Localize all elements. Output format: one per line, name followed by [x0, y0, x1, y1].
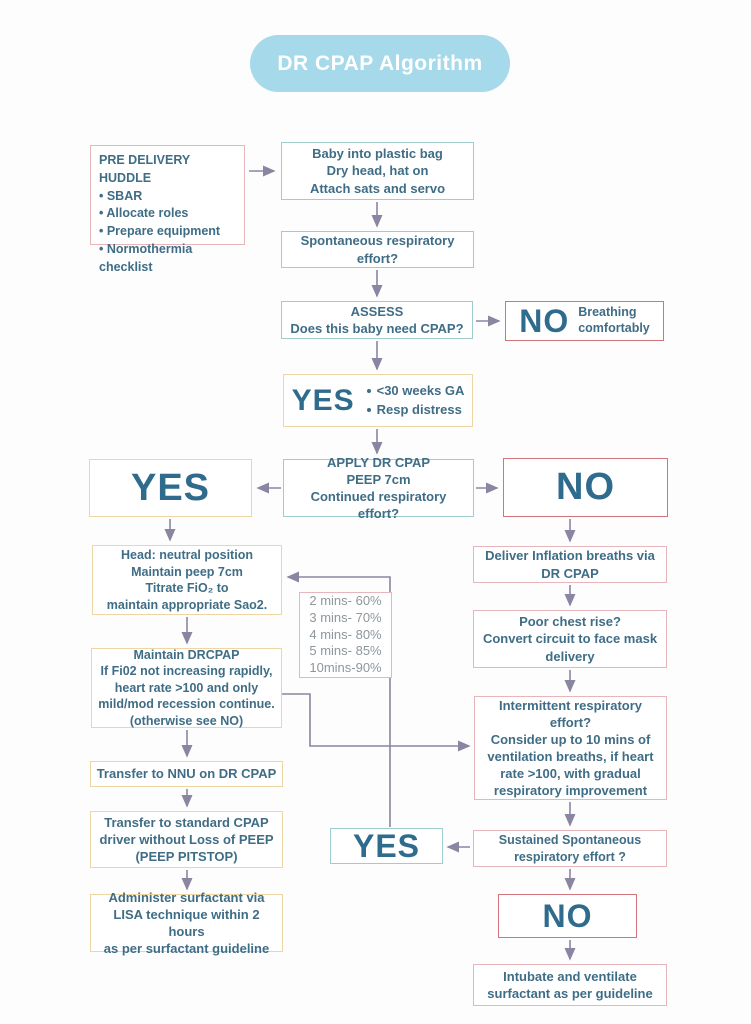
node-maintain-drcpap: Maintain DRCPAP If Fi02 not increasing r…	[91, 648, 282, 728]
node-no-right: NO	[503, 458, 668, 517]
node-saturation-targets: 2 mins- 60% 3 mins- 70% 4 mins- 80% 5 mi…	[299, 592, 392, 678]
node-poor-chest-rise: Poor chest rise? Convert circuit to face…	[473, 610, 667, 668]
node-no-bottom: NO	[498, 894, 637, 938]
sats-line: 3 mins- 70%	[309, 609, 382, 625]
criteria-item: Resp distress	[376, 401, 462, 417]
node-baby-plastic-bag: Baby into plastic bag Dry head, hat on A…	[281, 142, 474, 200]
no-label: NO	[519, 302, 570, 339]
node-head-neutral: Head: neutral position Maintain peep 7cm…	[92, 545, 282, 615]
node-pre-delivery-huddle: PRE DELIVERY HUDDLE • SBAR • Allocate ro…	[90, 145, 245, 274]
node-yes-bottom: YES	[330, 828, 443, 864]
node-intubate-ventilate: Intubate and ventilate surfactant as per…	[473, 964, 667, 1006]
no-breathing-text: Breathing comfortably	[578, 305, 650, 335]
node-yes-left: YES	[89, 459, 252, 517]
pre-huddle-item: • Prepare equipment	[99, 224, 221, 238]
node-assess: ASSESS Does this baby need CPAP?	[281, 301, 473, 339]
node-sustained-effort: Sustained Spontaneous respiratory effort…	[473, 830, 667, 867]
yes-label: YES	[130, 466, 211, 509]
no-label: NO	[556, 466, 615, 509]
pre-huddle-item: • SBAR	[99, 188, 143, 203]
bullet-icon	[366, 407, 371, 412]
no-label: NO	[542, 897, 593, 934]
bullet-icon	[366, 389, 371, 394]
sats-line: 2 mins- 60%	[309, 592, 382, 608]
criteria-item: <30 weeks GA	[376, 382, 465, 398]
arrow-yesbottom-loop-to-head	[286, 571, 391, 827]
node-apply-dr-cpap: APPLY DR CPAP PEEP 7cm Continued respira…	[283, 455, 474, 521]
pre-huddle-item: • Allocate roles	[99, 206, 189, 221]
node-yes-criteria: YES <30 weeks GA Resp distress	[283, 374, 473, 427]
node-administer-surfactant: Administer surfactant via LISA technique…	[90, 890, 283, 956]
pre-huddle-item: checklist	[99, 259, 153, 274]
node-intermittent-effort: Intermittent respiratory effort? Conside…	[474, 696, 667, 800]
node-transfer-standard-cpap: Transfer to standard CPAP driver without…	[90, 811, 283, 868]
yes-label: YES	[352, 827, 421, 864]
node-no-breathing-comfortably: NO Breathing comfortably	[505, 301, 664, 341]
arrow-maintain-to-intermittent	[282, 693, 471, 752]
sats-line: 5 mins- 85%	[309, 643, 382, 659]
yes-label: YES	[291, 383, 355, 417]
pre-huddle-item: • Normothermia	[99, 241, 193, 256]
sats-line: 10mins-90%	[309, 660, 382, 676]
sats-line: 4 mins- 80%	[309, 626, 382, 642]
node-spontaneous-effort: Spontaneous respiratory effort?	[281, 231, 474, 268]
page-title: DR CPAP Algorithm	[250, 35, 510, 92]
pre-huddle-title: PRE DELIVERY HUDDLE	[99, 153, 190, 185]
node-deliver-inflation: Deliver Inflation breaths via DR CPAP	[473, 546, 667, 583]
node-transfer-nnu: Transfer to NNU on DR CPAP	[90, 761, 283, 787]
